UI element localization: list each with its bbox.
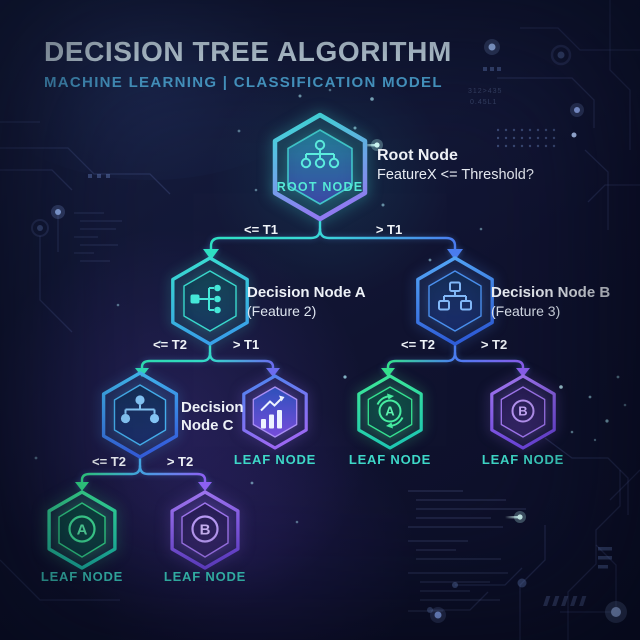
class-a-circle-icon: [68, 515, 96, 543]
class-a-letter: A: [385, 404, 395, 419]
header: DECISION TREE ALGORITHM MACHINE LEARNING…: [44, 36, 452, 91]
edge-label-a-right: > T1: [232, 337, 260, 352]
decision-node-c-title-line2: Node C: [181, 417, 234, 434]
decision-node-a-subtitle: (Feature 2): [247, 303, 317, 319]
class-b-circle-icon-bottom: [191, 515, 219, 543]
class-b-circle-icon: [511, 399, 535, 423]
leaf-mid-b-label: LEAF NODE: [481, 452, 565, 467]
dot-grid: [497, 124, 559, 152]
root-hexagon-outer: [272, 112, 368, 222]
class-b-letter-bottom: B: [200, 522, 211, 539]
tree-connectors: [75, 216, 530, 491]
tree-hierarchy-icon: [300, 139, 340, 169]
decision-node-a: [171, 256, 249, 346]
edge-label-b-right: > T2: [480, 337, 508, 352]
leaf-chart-label: LEAF NODE: [233, 452, 317, 467]
leaf-node-class-b-bottom: B: [170, 490, 240, 570]
decision-node-b-subtitle: (Feature 3): [491, 303, 561, 319]
root-node: ROOT NODE: [272, 112, 368, 222]
class-b-letter: B: [518, 404, 527, 419]
glow-dots: [51, 39, 627, 623]
page-title: DECISION TREE ALGORITHM: [44, 36, 452, 67]
decision-node-a-title: Decision Node A: [247, 284, 366, 301]
hatch-marks: [543, 596, 587, 606]
edge-label-root-left: <= T1: [244, 222, 278, 237]
decision-node-b: [416, 256, 494, 346]
circuit-pads: [37, 51, 612, 613]
decor-number: 312>435: [468, 88, 503, 95]
leaf-bottom-b-label: LEAF NODE: [163, 569, 247, 584]
code-block-right: [408, 490, 526, 612]
edge-label-c-left: <= T2: [92, 454, 126, 469]
org-chart-icon: [438, 281, 472, 311]
class-a-refresh-icon: [376, 393, 404, 429]
root-node-label: Root Node: [377, 147, 458, 164]
leaf-node-class-a-mid: A: [357, 374, 423, 450]
node-split-icon: [120, 395, 160, 424]
decision-node-b-title: Decision Node B: [491, 284, 611, 301]
root-node-question: FeatureX <= Threshold?: [377, 167, 534, 183]
page-subtitle: MACHINE LEARNING | CLASSIFICATION MODEL: [44, 74, 443, 91]
trend-chart-icon: [260, 395, 285, 429]
code-block-left: [74, 212, 122, 262]
edge-label-b-left: <= T2: [401, 337, 435, 352]
decision-node-c-title-line1: Decision: [181, 399, 244, 416]
leaf-node-class-b-mid: B: [490, 374, 556, 450]
class-a-letter-bottom: A: [77, 522, 88, 539]
leaf-node-class-a-bottom: A: [47, 490, 117, 570]
leaf-node-chart: [242, 374, 308, 450]
edge-label-root-right: > T1: [375, 222, 403, 237]
leaf-bottom-a-label: LEAF NODE: [40, 569, 124, 584]
feature-branch-icon: [190, 284, 221, 314]
decision-node-c: [101, 371, 179, 459]
decor-number: 0.45L1: [470, 99, 498, 106]
leaf-mid-a-label: LEAF NODE: [348, 452, 432, 467]
edge-label-c-right: > T2: [166, 454, 194, 469]
root-node-badge: ROOT NODE: [277, 180, 364, 194]
edge-label-a-left: <= T2: [153, 337, 187, 352]
